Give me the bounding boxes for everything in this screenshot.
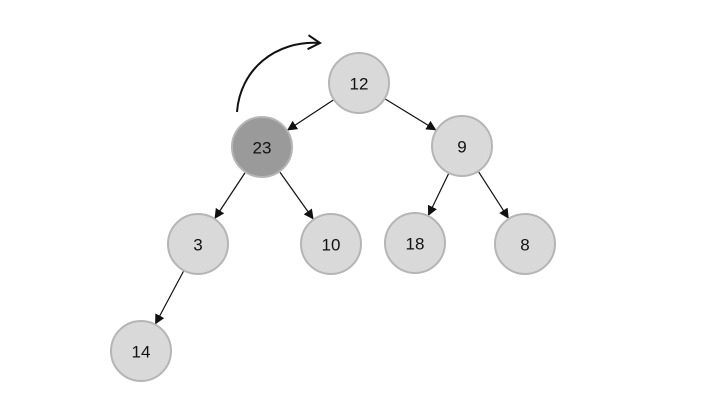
tree-node-14: 14 <box>110 320 172 382</box>
node-label: 10 <box>322 236 341 255</box>
edge-12-to-9 <box>385 98 437 131</box>
tree-edges <box>155 98 509 325</box>
edge-3-to-14 <box>155 271 184 325</box>
tree-node-18: 18 <box>384 212 446 274</box>
edge-23-to-3 <box>214 172 246 219</box>
edge-9-to-8 <box>478 171 509 219</box>
tree-node-8: 8 <box>494 213 556 275</box>
swap-arrow-icon <box>236 34 322 113</box>
node-label: 14 <box>132 343 151 362</box>
edge-23-to-10 <box>279 171 314 220</box>
node-label: 23 <box>253 139 272 158</box>
node-circle <box>431 115 493 177</box>
node-circle <box>384 212 446 274</box>
node-circle <box>328 52 390 114</box>
node-label: 18 <box>406 235 425 254</box>
node-circle <box>494 213 556 275</box>
tree-node-10: 10 <box>300 213 362 275</box>
tree-node-23: 23 <box>231 116 293 178</box>
node-label: 8 <box>520 236 529 255</box>
tree-node-9: 9 <box>431 115 493 177</box>
edge-12-to-23 <box>287 99 334 131</box>
node-circle <box>110 320 172 382</box>
tree-node-3: 3 <box>167 213 229 275</box>
node-label: 3 <box>193 236 202 255</box>
edge-9-to-18 <box>427 173 450 217</box>
node-circle <box>167 213 229 275</box>
tree-node-12: 12 <box>328 52 390 114</box>
node-label: 9 <box>457 138 466 157</box>
tree-nodes: 12 23 9 3 10 18 8 14 <box>110 52 556 382</box>
highlighted-node-circle <box>231 116 293 178</box>
node-circle <box>300 213 362 275</box>
node-label: 12 <box>350 75 369 94</box>
